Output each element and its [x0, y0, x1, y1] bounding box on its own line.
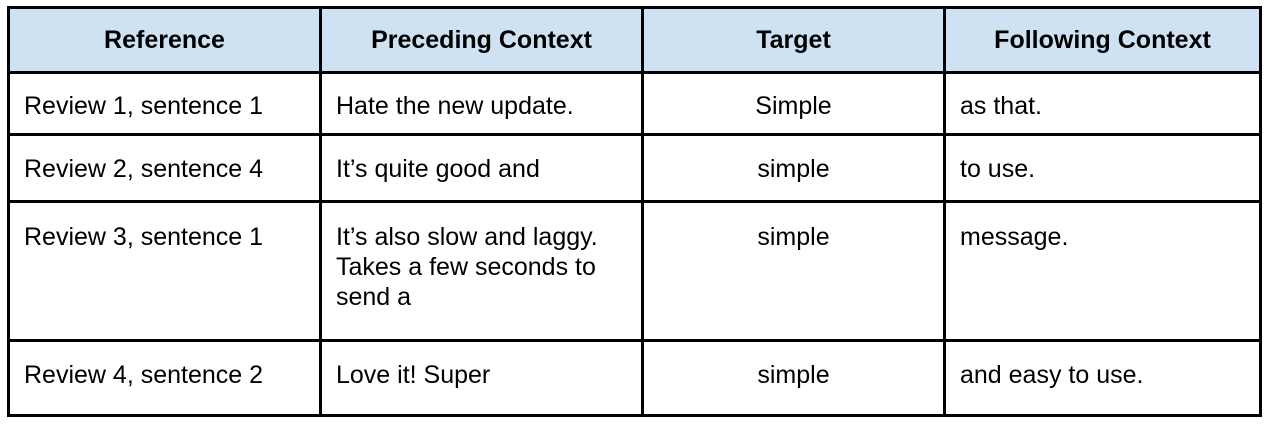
header-preceding-context: Preceding Context: [319, 6, 644, 74]
cell-preceding: It’s also slow and laggy. Takes a few se…: [319, 200, 644, 342]
table-row: Review 3, sentence 1 It’s also slow and …: [7, 200, 1262, 342]
header-row: Reference Preceding Context Target Follo…: [7, 6, 1262, 74]
cell-following: and easy to use.: [943, 339, 1262, 417]
table-row: Review 2, sentence 4 It’s quite good and…: [7, 133, 1262, 203]
table-row: Review 1, sentence 1 Hate the new update…: [7, 71, 1262, 136]
cell-reference: Review 1, sentence 1: [7, 71, 322, 136]
cell-target: simple: [641, 133, 946, 203]
cell-reference: Review 2, sentence 4: [7, 133, 322, 203]
header-following-context: Following Context: [943, 6, 1262, 74]
cell-preceding: Hate the new update.: [319, 71, 644, 136]
header-reference: Reference: [7, 6, 322, 74]
cell-reference: Review 3, sentence 1: [7, 200, 322, 342]
cell-following: message.: [943, 200, 1262, 342]
cell-target: simple: [641, 200, 946, 342]
cell-target: Simple: [641, 71, 946, 136]
table-row: Review 4, sentence 2 Love it! Super simp…: [7, 339, 1262, 417]
cell-preceding: It’s quite good and: [319, 133, 644, 203]
header-target: Target: [641, 6, 946, 74]
context-table: Reference Preceding Context Target Follo…: [7, 6, 1262, 417]
cell-preceding: Love it! Super: [319, 339, 644, 417]
cell-target: simple: [641, 339, 946, 417]
cell-following: to use.: [943, 133, 1262, 203]
cell-following: as that.: [943, 71, 1262, 136]
cell-reference: Review 4, sentence 2: [7, 339, 322, 417]
